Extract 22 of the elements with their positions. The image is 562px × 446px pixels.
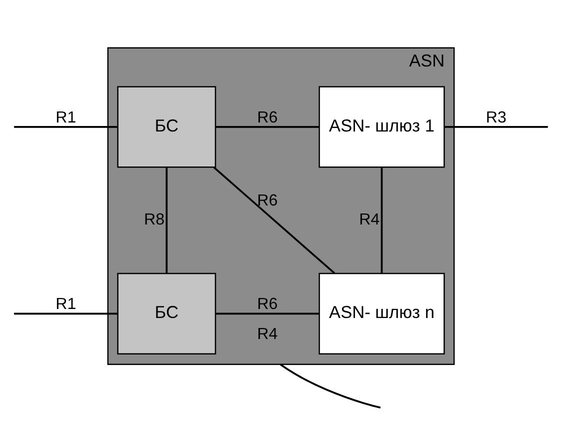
connector xyxy=(14,126,118,128)
connector xyxy=(166,167,168,274)
edge-label: R8 xyxy=(144,210,165,229)
connector xyxy=(280,364,381,408)
node-box: БС xyxy=(117,86,216,168)
connector xyxy=(216,126,320,128)
edge-label: R4 xyxy=(257,324,278,343)
connector xyxy=(213,166,336,274)
edge-label: R6 xyxy=(257,295,278,314)
edge-label: R6 xyxy=(257,108,278,127)
connector xyxy=(216,312,320,315)
node-box: ASN- шлюз 1 xyxy=(318,86,445,168)
connector xyxy=(14,312,118,315)
connector xyxy=(380,167,383,274)
edge-label: R3 xyxy=(486,108,506,127)
node-box: БС xyxy=(117,272,216,354)
edge-label: R1 xyxy=(56,108,76,127)
node-box: ASN- шлюз n xyxy=(318,272,445,354)
edge-label: R1 xyxy=(56,295,76,314)
edge-label: R4 xyxy=(359,210,380,229)
edge-label: R6 xyxy=(257,191,278,210)
connector xyxy=(444,126,548,128)
